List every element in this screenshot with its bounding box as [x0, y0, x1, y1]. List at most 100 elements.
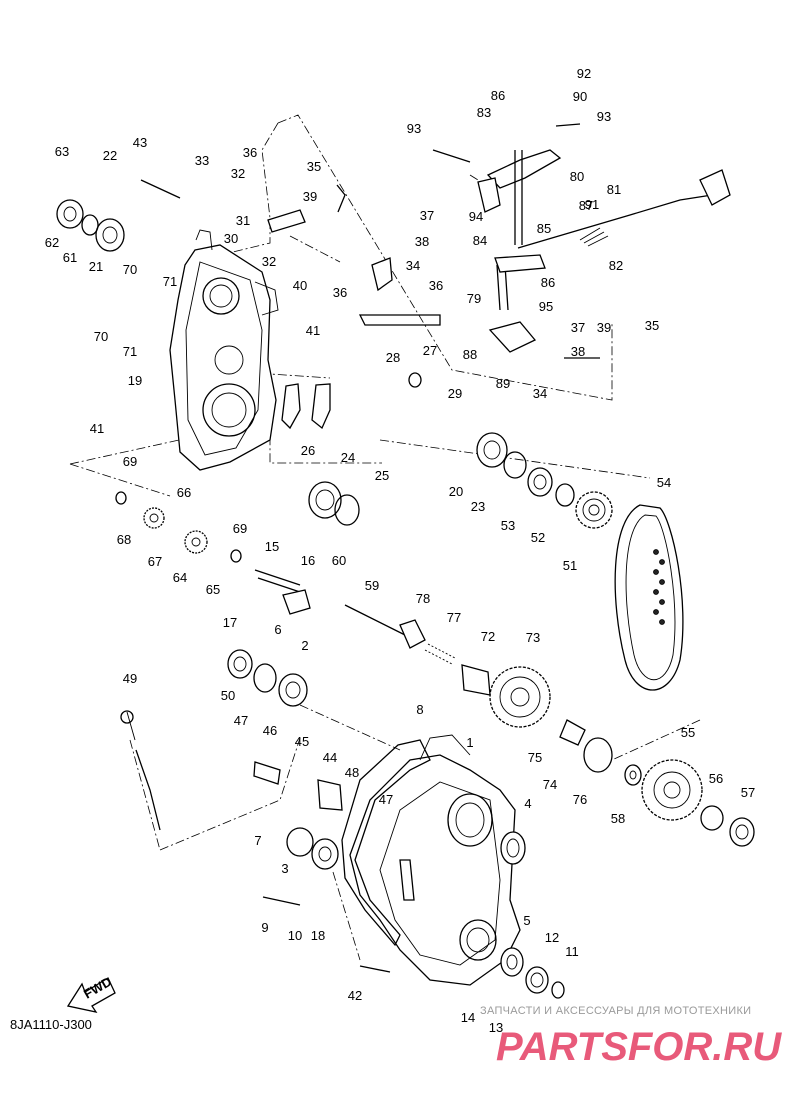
fwd-arrow-icon: FWD — [66, 974, 116, 1013]
callout-label: 30 — [224, 231, 238, 246]
callout-label: 19 — [128, 373, 142, 388]
callout-label: 47 — [379, 792, 393, 807]
callout-label: 71 — [163, 274, 177, 289]
callout-label: 1 — [466, 735, 473, 750]
document-code: 8JA1110-J300 — [10, 1017, 92, 1032]
callout-label: 13 — [489, 1020, 503, 1035]
crankcase-cover-upper — [169, 229, 279, 471]
callout-label: 90 — [573, 89, 587, 104]
shift-linkage — [253, 149, 586, 811]
callout-label: 65 — [206, 582, 220, 597]
callout-label: 18 — [311, 928, 325, 943]
callout-label: 62 — [45, 235, 59, 250]
callout-label: 55 — [681, 725, 695, 740]
callout-label: 71 — [123, 344, 137, 359]
callout-label: 75 — [528, 750, 542, 765]
callout-label: 7 — [254, 833, 261, 848]
callout-label: 35 — [307, 159, 321, 174]
watermark-logo: PARTSFOR.RU — [496, 1025, 782, 1068]
callout-label: 4 — [524, 796, 531, 811]
callout-label: 41 — [90, 421, 104, 436]
callout-label: 26 — [301, 443, 315, 458]
callout-label: 14 — [461, 1010, 475, 1025]
callout-label: 43 — [133, 135, 147, 150]
callout-label: 76 — [573, 792, 587, 807]
callout-label: 54 — [657, 475, 671, 490]
callout-label: 60 — [332, 553, 346, 568]
callout-label: 47 — [234, 713, 248, 728]
bearings-and-seals — [56, 199, 755, 999]
callout-label: 23 — [471, 499, 485, 514]
callout-label: 52 — [531, 530, 545, 545]
callout-label: 39 — [303, 189, 317, 204]
callout-label: 44 — [323, 750, 337, 765]
callout-label: 57 — [741, 785, 755, 800]
callout-label: 12 — [545, 930, 559, 945]
callout-label: 27 — [423, 343, 437, 358]
callout-label: 38 — [415, 234, 429, 249]
callout-label: 58 — [611, 811, 625, 826]
callout-label: 85 — [537, 221, 551, 236]
callout-label: 91 — [585, 197, 599, 212]
callout-label: 64 — [173, 570, 187, 585]
callout-label: 67 — [148, 554, 162, 569]
callout-label: 39 — [597, 320, 611, 335]
callout-label: 59 — [365, 578, 379, 593]
callout-label: 70 — [123, 262, 137, 277]
callout-label: 28 — [386, 350, 400, 365]
callout-label: 6 — [274, 622, 281, 637]
callout-label: 11 — [565, 944, 579, 959]
callout-label: 36 — [243, 145, 257, 160]
crankcase-main — [349, 734, 521, 986]
callout-label: 88 — [463, 347, 477, 362]
callout-label: 5 — [523, 913, 530, 928]
callout-label: 48 — [345, 765, 359, 780]
callout-label: 83 — [477, 105, 491, 120]
callout-label: 77 — [447, 610, 461, 625]
callout-label: 73 — [526, 630, 540, 645]
callout-label: 9 — [261, 920, 268, 935]
callout-label: 93 — [407, 121, 421, 136]
callout-label: 69 — [233, 521, 247, 536]
callout-label: 17 — [223, 615, 237, 630]
callout-label: 32 — [262, 254, 276, 269]
callout-label: 3 — [281, 861, 288, 876]
gasket — [341, 739, 431, 947]
callout-label: 35 — [645, 318, 659, 333]
callout-label: 63 — [55, 144, 69, 159]
callout-label: 20 — [449, 484, 463, 499]
callout-label: 37 — [420, 208, 434, 223]
callout-label: 95 — [539, 299, 553, 314]
callout-label: 86 — [541, 275, 555, 290]
gear-55 — [641, 759, 703, 821]
callout-label: 80 — [570, 169, 584, 184]
callout-label: 31 — [236, 213, 250, 228]
callout-label: 61 — [63, 250, 77, 265]
callout-label: 36 — [429, 278, 443, 293]
callout-label: 56 — [709, 771, 723, 786]
callout-label: 37 — [571, 320, 585, 335]
callout-label: 22 — [103, 148, 117, 163]
callout-label: 21 — [89, 259, 103, 274]
callout-label: 33 — [195, 153, 209, 168]
callout-label: 38 — [571, 344, 585, 359]
callout-label: 51 — [563, 558, 577, 573]
callout-label: 50 — [221, 688, 235, 703]
callout-label: 89 — [496, 376, 510, 391]
callout-label: 32 — [231, 166, 245, 181]
callout-label: 2 — [301, 638, 308, 653]
callout-label: 78 — [416, 591, 430, 606]
gear-67 — [143, 507, 165, 529]
callout-label: 34 — [533, 386, 547, 401]
callout-label: 72 — [481, 629, 495, 644]
watermark-logo-text: PARTSFOR.RU — [496, 1025, 782, 1068]
callout-label: 70 — [94, 329, 108, 344]
callout-label: 74 — [543, 777, 557, 792]
callout-label: 82 — [609, 258, 623, 273]
callout-label: 79 — [467, 291, 481, 306]
callout-label: 86 — [491, 88, 505, 103]
callout-label: 34 — [406, 258, 420, 273]
callout-labels: 1234567891011121314151617181920212223242… — [45, 66, 755, 1035]
callout-label: 93 — [597, 109, 611, 124]
